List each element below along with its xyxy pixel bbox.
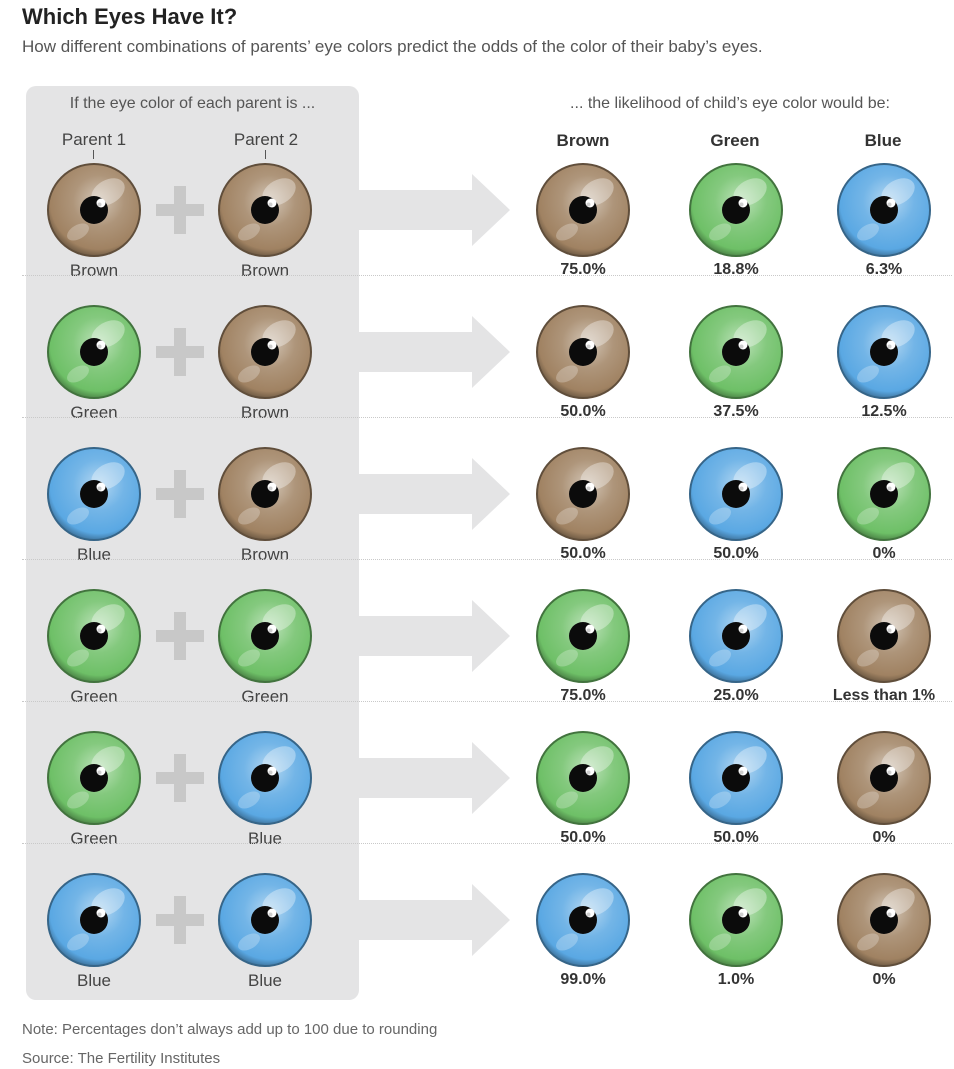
child-eye-green xyxy=(689,163,783,257)
parent-1-tick xyxy=(93,150,94,159)
plus-icon xyxy=(156,612,204,660)
probability-label: 75.0% xyxy=(560,261,606,278)
source-credit: Source: The Fertility Institutes xyxy=(22,1050,221,1067)
parent-2-color-label: Blue xyxy=(247,971,283,990)
chart-subtitle: How different combinations of parents’ e… xyxy=(22,37,763,56)
probability-label: 0% xyxy=(872,545,896,562)
parent-1-eye-brown xyxy=(47,163,141,257)
parent-1-color-label: Green xyxy=(70,829,118,848)
column-header-blue: Blue xyxy=(864,131,902,150)
parents-header: If the eye color of each parent is ... xyxy=(69,95,316,112)
arrow-icon xyxy=(356,600,510,672)
child-eye-blue xyxy=(689,589,783,683)
child-eye-blue xyxy=(837,305,931,399)
probability-label: 99.0% xyxy=(560,971,606,988)
parent-2-color-label: Blue xyxy=(247,829,283,848)
probability-label: 50.0% xyxy=(560,403,606,420)
probability-label: 25.0% xyxy=(713,687,759,704)
column-header-green: Green xyxy=(710,131,760,150)
parent-2-eye-brown xyxy=(218,163,312,257)
probability-label: 0% xyxy=(872,829,896,846)
parent-2-eye-blue xyxy=(218,873,312,967)
parent-2-eye-green xyxy=(218,589,312,683)
child-eye-brown xyxy=(837,589,931,683)
row-separator xyxy=(22,701,952,702)
row-separator xyxy=(22,417,952,418)
probability-label: 75.0% xyxy=(560,687,606,704)
parent-1-color-label: Brown xyxy=(69,261,119,280)
probability-label: 50.0% xyxy=(713,829,759,846)
parent-1-color-label: Blue xyxy=(76,545,112,564)
probability-label: 50.0% xyxy=(560,545,606,562)
plus-icon xyxy=(156,328,204,376)
parent-2-color-label: Brown xyxy=(240,403,290,422)
footnote: Note: Percentages don’t always add up to… xyxy=(22,1021,438,1038)
plus-icon xyxy=(156,754,204,802)
child-eye-brown xyxy=(837,731,931,825)
child-eye-brown xyxy=(536,447,630,541)
probability-label: 50.0% xyxy=(713,545,759,562)
parent-1-eye-blue xyxy=(47,447,141,541)
parent-1-eye-green xyxy=(47,731,141,825)
parent-1-eye-green xyxy=(47,589,141,683)
probability-label: 1.0% xyxy=(717,971,755,988)
parent-2-color-label: Green xyxy=(241,687,289,706)
plus-icon xyxy=(156,186,204,234)
child-eye-green xyxy=(689,305,783,399)
parent-1-label: Parent 1 xyxy=(61,130,127,149)
parent-2-tick xyxy=(265,150,266,159)
probability-label: 0% xyxy=(872,971,896,988)
child-eye-green xyxy=(536,731,630,825)
likelihood-header: ... the likelihood of child’s eye color … xyxy=(570,95,890,112)
probability-label: 18.8% xyxy=(713,261,759,278)
arrow-icon xyxy=(356,742,510,814)
parent-2-color-label: Brown xyxy=(240,545,290,564)
plus-icon xyxy=(156,896,204,944)
probability-label: 37.5% xyxy=(713,403,759,420)
arrow-icon xyxy=(356,458,510,530)
child-eye-blue xyxy=(689,731,783,825)
probability-label: 12.5% xyxy=(861,403,907,420)
row-separator xyxy=(22,275,952,276)
child-eye-brown xyxy=(536,305,630,399)
child-eye-blue xyxy=(689,447,783,541)
child-eye-blue xyxy=(536,873,630,967)
arrow-icon xyxy=(356,884,510,956)
parent-1-color-label: Blue xyxy=(76,971,112,990)
parent-2-eye-blue xyxy=(218,731,312,825)
chart-title: Which Eyes Have It? xyxy=(22,4,238,29)
parent-2-eye-brown xyxy=(218,447,312,541)
child-eye-green xyxy=(837,447,931,541)
row-separator xyxy=(22,843,952,844)
child-eye-brown xyxy=(536,163,630,257)
parent-2-label: Parent 2 xyxy=(233,130,299,149)
plus-icon xyxy=(156,470,204,518)
column-header-brown: Brown xyxy=(556,131,610,150)
parent-1-eye-blue xyxy=(47,873,141,967)
child-eye-green xyxy=(536,589,630,683)
probability-label: Less than 1% xyxy=(832,687,936,704)
parent-1-color-label: Green xyxy=(70,687,118,706)
probability-label: 6.3% xyxy=(865,261,903,278)
child-eye-green xyxy=(689,873,783,967)
parent-2-eye-brown xyxy=(218,305,312,399)
parent-1-color-label: Green xyxy=(70,403,118,422)
probability-label: 50.0% xyxy=(560,829,606,846)
arrow-icon xyxy=(356,316,510,388)
child-eye-blue xyxy=(837,163,931,257)
parent-2-color-label: Brown xyxy=(240,261,290,280)
parent-1-eye-green xyxy=(47,305,141,399)
arrow-icon xyxy=(356,174,510,246)
row-separator xyxy=(22,559,952,560)
child-eye-brown xyxy=(837,873,931,967)
